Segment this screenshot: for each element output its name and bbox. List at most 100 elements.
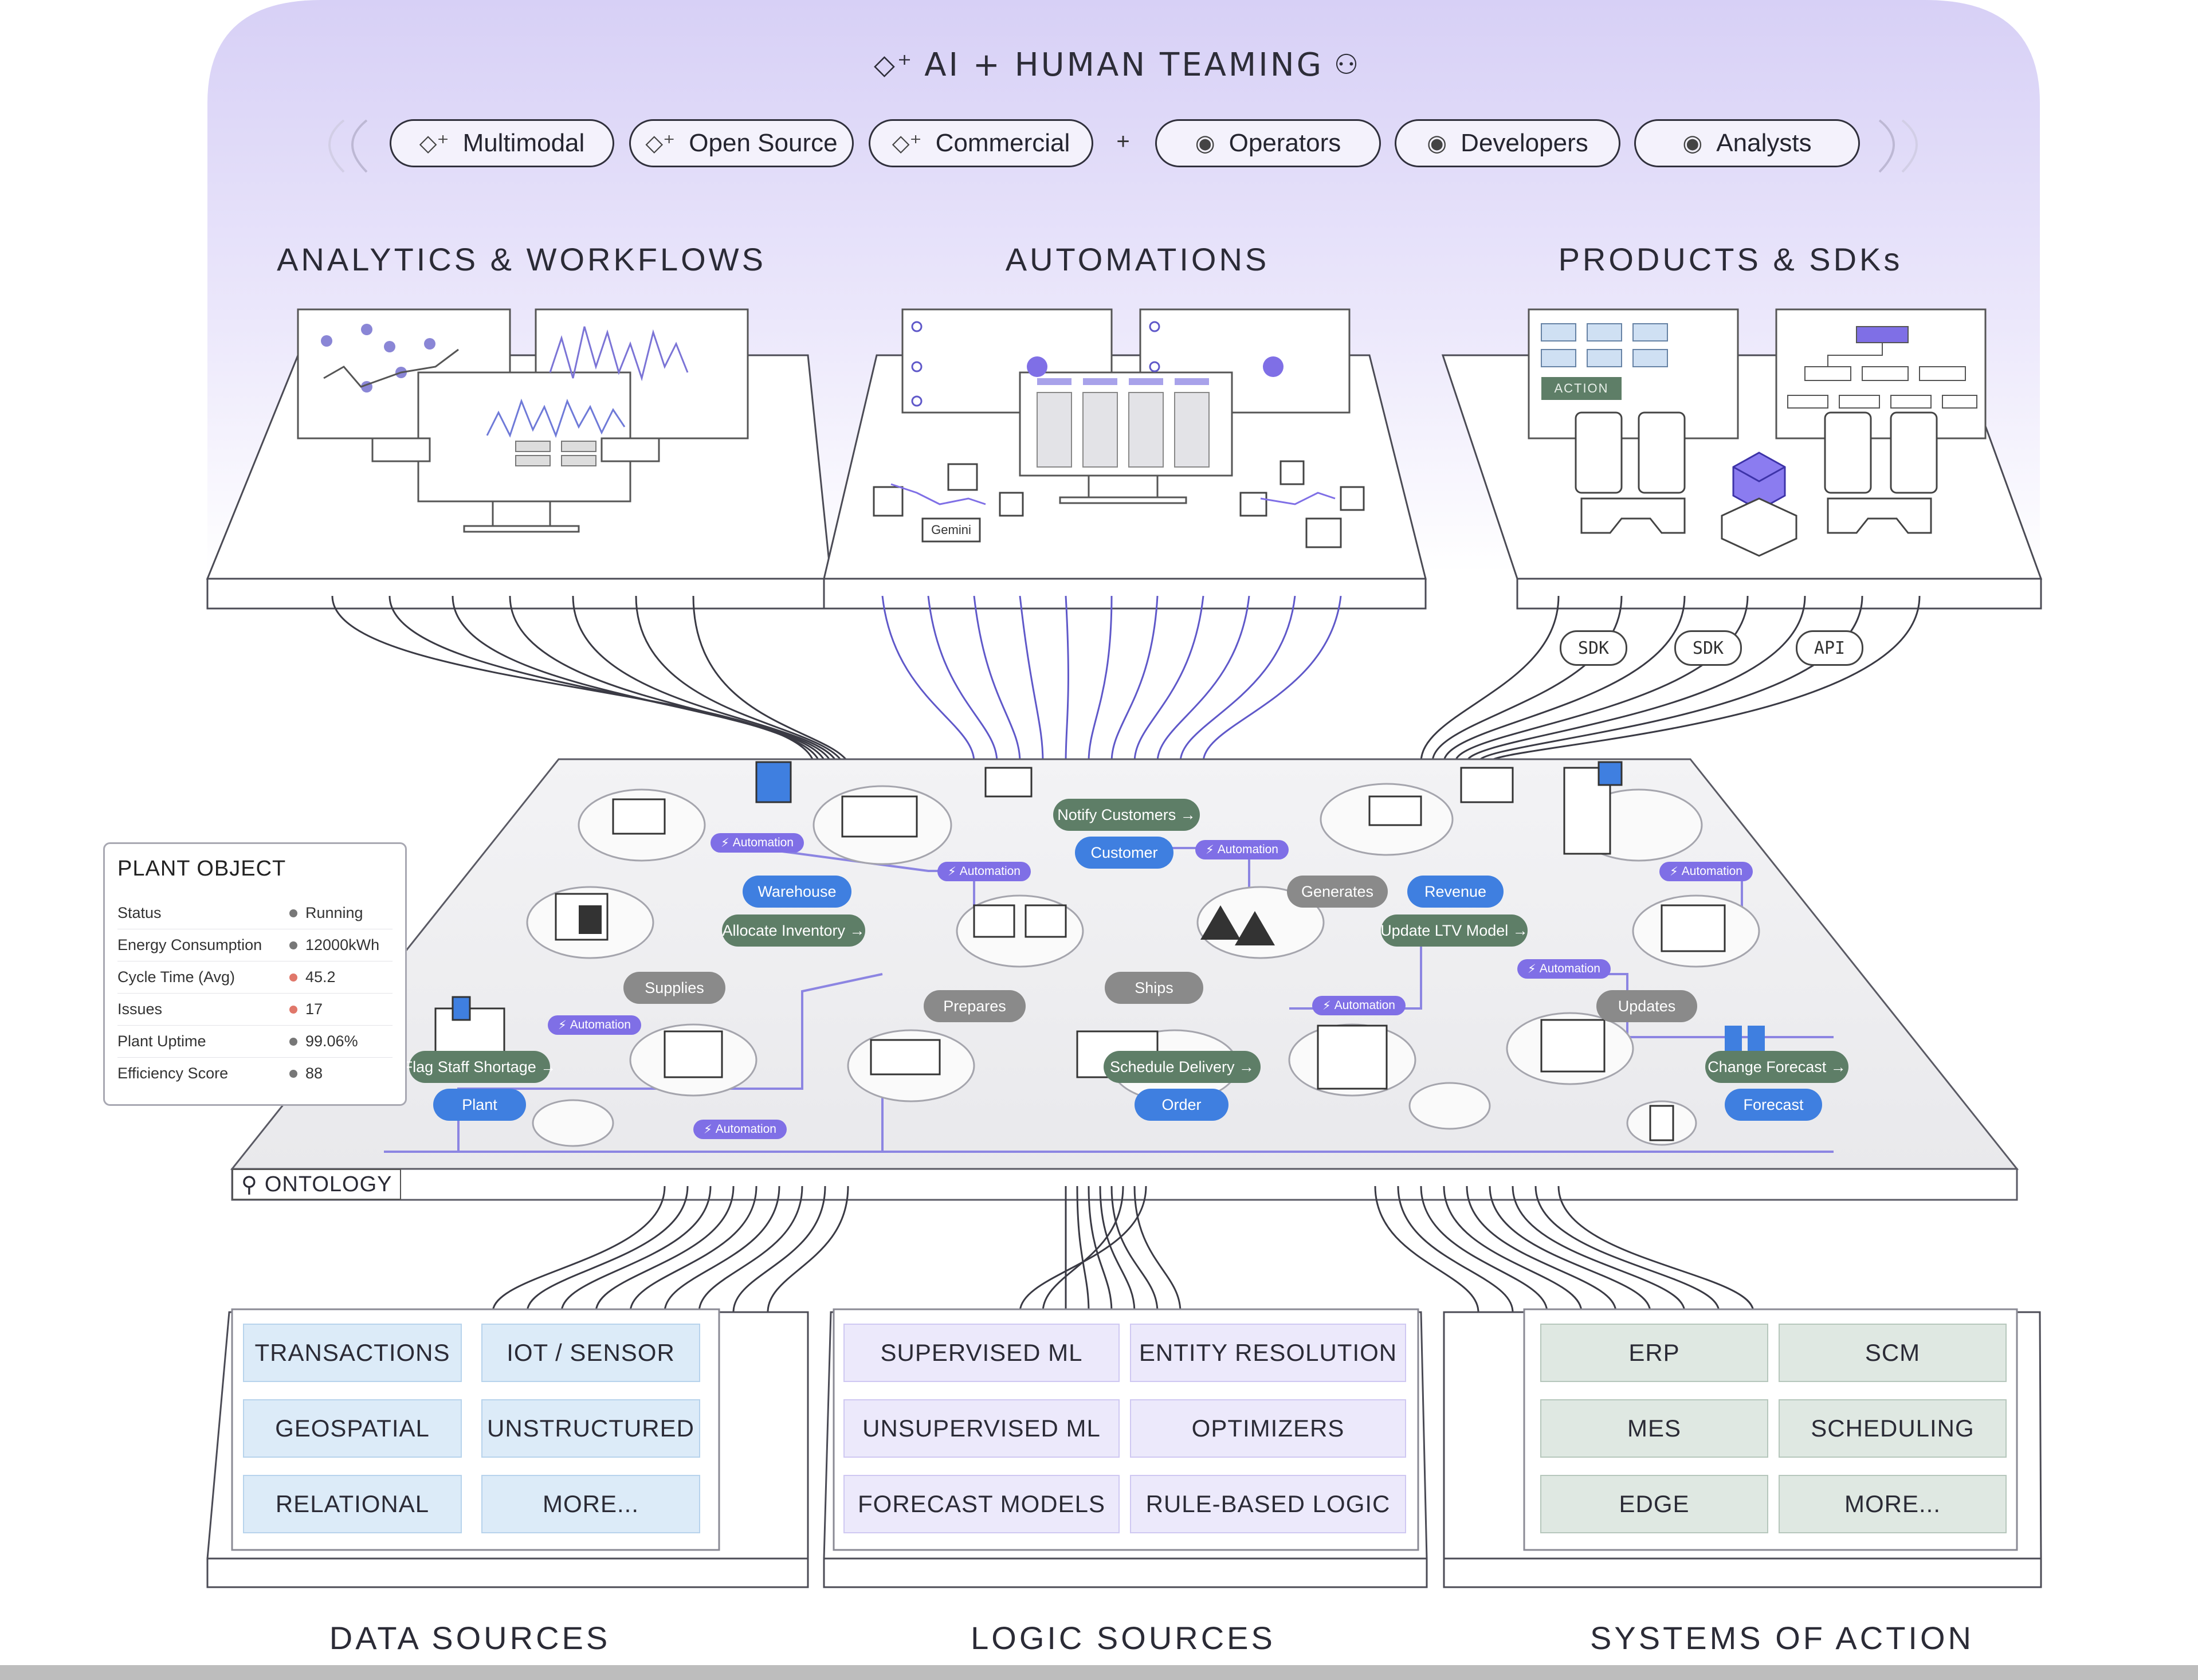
plant-object-title: PLANT OBJECT [117, 857, 286, 881]
user-icon: ◉ [1195, 131, 1215, 156]
automation-label: Automation [1681, 865, 1742, 878]
header-title: ◇⁺ AI + HUMAN TEAMING ⚇ [859, 39, 1375, 91]
pill-commercial[interactable]: ◇⁺ Commercial [869, 119, 1093, 167]
plant-row-issues: Issues 17 [117, 994, 392, 1026]
chip-supplies[interactable]: Supplies [623, 972, 725, 1004]
plant-object-panel: PLANT OBJECT Status Running Energy Consu… [103, 842, 407, 1106]
row-value: 17 [305, 1000, 323, 1018]
chip-prepares[interactable]: Prepares [924, 990, 1026, 1022]
row-value: 99.06% [305, 1033, 358, 1050]
automation-badge: ⚡Automation [1195, 840, 1289, 859]
data-source-unstructured[interactable]: UNSTRUCTURED [481, 1399, 700, 1458]
status-dot [289, 973, 297, 982]
bottom-edge-bar [0, 1665, 2198, 1680]
automation-badge: ⚡Automation [1312, 996, 1406, 1015]
logic-source-entity-resolution[interactable]: ENTITY RESOLUTION [1130, 1324, 1406, 1382]
automation-label: Automation [1539, 962, 1600, 975]
data-source-iot-sensor[interactable]: IOT / SENSOR [481, 1324, 700, 1382]
chip-revenue[interactable]: Revenue [1407, 876, 1504, 908]
connector-tag-api: API [1796, 630, 1863, 666]
automation-headers [1037, 378, 1209, 385]
scatter-dots [321, 324, 435, 392]
automation-badge: ⚡Automation [1659, 862, 1753, 881]
people-icon: ⚇ [1334, 49, 1361, 81]
system-edge[interactable]: EDGE [1540, 1475, 1768, 1533]
chip-generates[interactable]: Generates [1287, 876, 1388, 908]
pill-analysts[interactable]: ◉ Analysts [1634, 119, 1860, 167]
ontology-label: ⚲ ONTOLOGY [232, 1169, 401, 1200]
row-key: Status [117, 904, 162, 921]
status-dot [289, 1037, 297, 1046]
automation-label: Automation [732, 836, 794, 849]
system-mes[interactable]: MES [1540, 1399, 1768, 1458]
ontology-icon: ⚲ [241, 1172, 258, 1197]
bolt-icon: ⚡ [1322, 999, 1331, 1012]
pill-open-source[interactable]: ◇⁺ Open Source [629, 119, 854, 167]
chip-change-forecast[interactable]: Change Forecast → [1705, 1051, 1848, 1083]
wires-products [1420, 595, 1921, 763]
section-title-data-sources: DATA SOURCES [329, 1620, 611, 1656]
chip-customer[interactable]: Customer [1075, 837, 1173, 869]
chip-updates[interactable]: Updates [1596, 990, 1697, 1022]
chip-flag-staff-shortage[interactable]: Flag Staff Shortage → [403, 1051, 556, 1083]
pill-multimodal[interactable]: ◇⁺ Multimodal [390, 119, 614, 167]
row-value: 45.2 [305, 968, 336, 986]
logic-source-optimizers[interactable]: OPTIMIZERS [1130, 1399, 1406, 1458]
row-key: Efficiency Score [117, 1065, 229, 1082]
logic-source-unsupervised-ml[interactable]: UNSUPERVISED ML [843, 1399, 1120, 1458]
chip-update-ltv-model[interactable]: Update LTV Model → [1380, 914, 1528, 947]
system-scheduling[interactable]: SCHEDULING [1779, 1399, 2007, 1458]
system-more[interactable]: MORE... [1779, 1475, 2007, 1533]
automation-badge: ⚡Automation [693, 1120, 787, 1139]
system-scm[interactable]: SCM [1779, 1324, 2007, 1382]
plant-row-status: Status Running [117, 897, 392, 929]
data-source-geospatial[interactable]: GEOSPATIAL [243, 1399, 462, 1458]
automation-badge: ⚡Automation [1517, 959, 1611, 979]
action-button-mock: ACTION [1554, 381, 1609, 395]
pill-operators[interactable]: ◉ Operators [1155, 119, 1381, 167]
pill-label: Operators [1228, 129, 1341, 157]
status-dot [289, 941, 297, 949]
automation-badge: ⚡Automation [937, 862, 1031, 881]
data-source-more[interactable]: MORE... [481, 1475, 700, 1533]
row-key: Energy Consumption [117, 936, 262, 953]
wires-bottom [492, 1186, 1755, 1313]
bolt-icon: ⚡ [948, 865, 956, 878]
chip-notify-customers[interactable]: Notify Customers → [1053, 799, 1200, 831]
pill-label: Commercial [935, 129, 1070, 157]
automation-label: Automation [1334, 999, 1395, 1012]
chip-ships[interactable]: Ships [1105, 972, 1203, 1004]
section-title-products: PRODUCTS & SDKs [1558, 241, 1903, 277]
sparkle-icon: ◇⁺ [645, 131, 676, 156]
user-icon: ◉ [1427, 131, 1447, 156]
pill-developers[interactable]: ◉ Developers [1395, 119, 1620, 167]
data-source-relational[interactable]: RELATIONAL [243, 1475, 462, 1533]
automation-badge: ⚡Automation [711, 833, 804, 853]
row-key: Issues [117, 1000, 163, 1018]
chip-allocate-inventory[interactable]: Allocate Inventory → [722, 914, 865, 947]
chip-order[interactable]: Order [1135, 1089, 1228, 1121]
connector-tag-sdk: SDK [1674, 630, 1742, 666]
row-value: 88 [305, 1065, 323, 1082]
chip-forecast[interactable]: Forecast [1725, 1089, 1822, 1121]
status-dot [289, 1069, 297, 1078]
chip-plant[interactable]: Plant [433, 1089, 526, 1121]
user-icon: ◉ [1682, 131, 1703, 156]
automation-label: Automation [715, 1122, 776, 1136]
data-source-transactions[interactable]: TRANSACTIONS [243, 1324, 462, 1382]
plus-sign: + [1116, 129, 1130, 154]
section-title-systems-of-action: SYSTEMS OF ACTION [1590, 1620, 1974, 1656]
chip-schedule-delivery[interactable]: Schedule Delivery → [1104, 1051, 1261, 1083]
section-title-automations: AUTOMATIONS [1005, 241, 1270, 277]
logic-source-forecast-models[interactable]: FORECAST MODELS [843, 1475, 1120, 1533]
sparkle-icon: ◇⁺ [873, 49, 914, 81]
row-value: Running [305, 904, 363, 921]
pill-label: Analysts [1716, 129, 1812, 157]
plant-row-energy: Energy Consumption 12000kWh [117, 929, 392, 961]
system-erp[interactable]: ERP [1540, 1324, 1768, 1382]
bolt-icon: ⚡ [1206, 843, 1214, 857]
logic-source-supervised-ml[interactable]: SUPERVISED ML [843, 1324, 1120, 1382]
chip-warehouse[interactable]: Warehouse [743, 876, 851, 908]
logic-source-rule-based-logic[interactable]: RULE-BASED LOGIC [1130, 1475, 1406, 1533]
